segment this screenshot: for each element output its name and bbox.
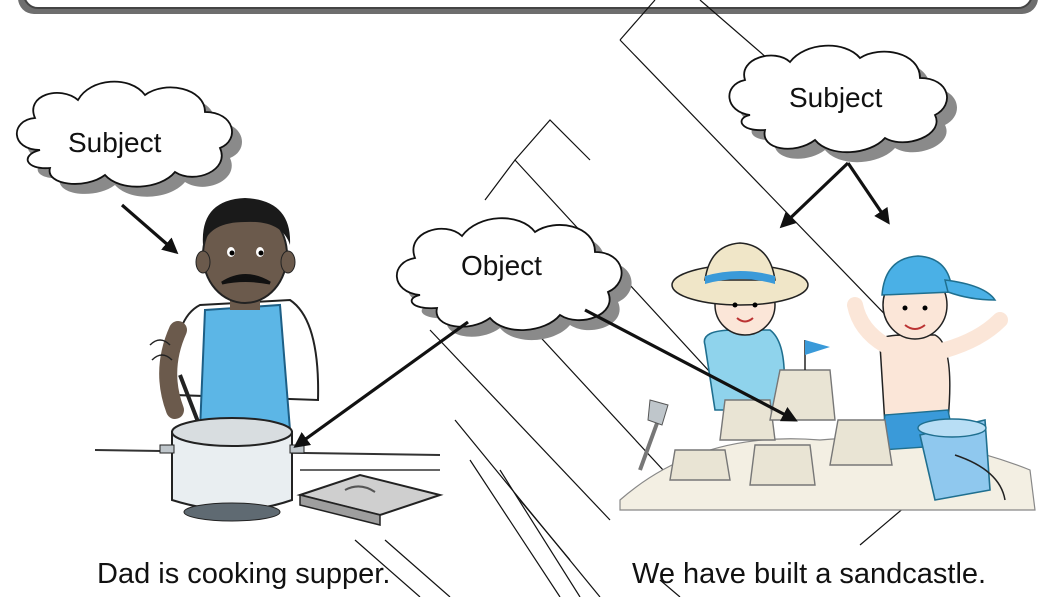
subject-cloud-right: Subject xyxy=(728,44,957,163)
subject-label-right: Subject xyxy=(789,82,883,113)
man-cooking-illustration xyxy=(94,198,444,526)
sandcastle-illustration xyxy=(619,242,1036,511)
subject-label-left: Subject xyxy=(68,127,162,158)
arrow-subject-to-girl xyxy=(779,161,850,229)
background-lines xyxy=(354,0,926,597)
object-cloud: Object xyxy=(395,217,632,341)
arrows xyxy=(120,161,890,448)
arrow-object-to-supper xyxy=(293,320,469,448)
caption-right: We have built a sandcastle. xyxy=(632,558,987,590)
caption-left: Dad is cooking supper. xyxy=(97,558,391,590)
arrow-subject-to-dad xyxy=(120,203,179,255)
arrow-object-to-sandcastle xyxy=(584,308,798,422)
object-label: Object xyxy=(461,250,542,281)
arrow-subject-to-boy xyxy=(846,162,890,225)
subject-cloud-left: Subject xyxy=(15,80,242,197)
top-banner xyxy=(18,0,1038,14)
